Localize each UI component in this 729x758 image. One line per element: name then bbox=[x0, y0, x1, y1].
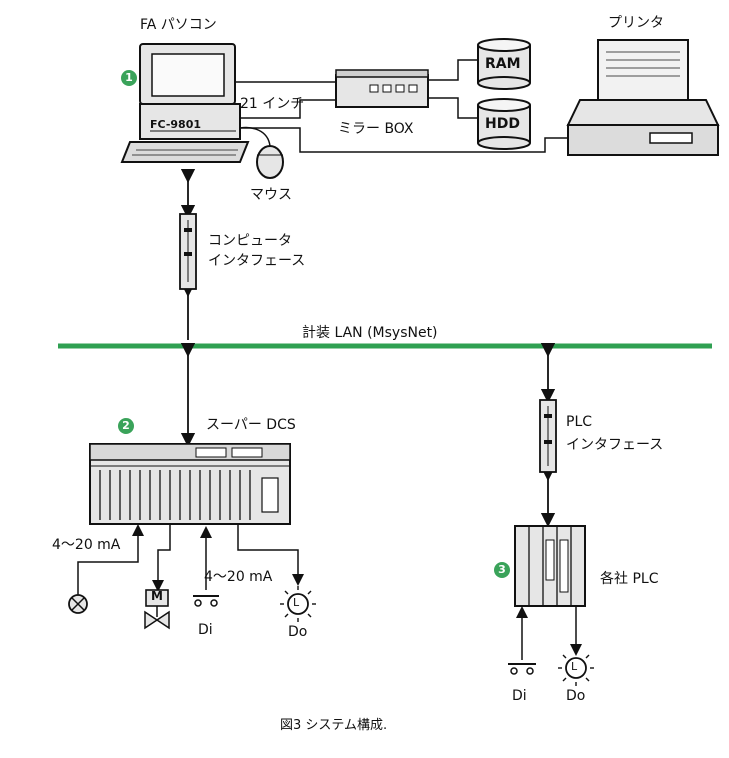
mirror-box-label: ミラー BOX bbox=[338, 121, 414, 137]
badge-1: 1 bbox=[121, 70, 137, 86]
computer-interface-label-1: コンピュータ bbox=[208, 233, 292, 249]
pc-model-label: FC-9801 bbox=[150, 118, 202, 131]
motor-valve-icon bbox=[144, 589, 170, 630]
computer-interface-label-2: インタフェース bbox=[208, 253, 306, 269]
ram-cylinder bbox=[477, 38, 531, 90]
pc-connections bbox=[236, 59, 568, 153]
printer-label: プリンタ bbox=[608, 15, 664, 31]
switch-di-icon bbox=[193, 595, 219, 607]
badge-3: 3 bbox=[494, 562, 510, 578]
lamp-do-icon bbox=[280, 586, 316, 622]
lan-label: 計装 LAN (MsysNet) bbox=[302, 325, 438, 341]
current-label-2: 4～20 mA bbox=[204, 569, 273, 585]
do-label-2: Do bbox=[566, 688, 586, 704]
motor-symbol-label: M bbox=[151, 589, 163, 603]
badge-2: 2 bbox=[118, 418, 134, 434]
lamp-symbol-label-2: L bbox=[571, 660, 578, 673]
cross-lamp-icon bbox=[68, 594, 88, 614]
current-label-1: 4～20 mA bbox=[52, 537, 121, 553]
figure-caption: 図3 システム構成. bbox=[280, 718, 388, 733]
plc-label: 各社 PLC bbox=[600, 571, 659, 587]
lamp-do-icon-2 bbox=[558, 650, 594, 686]
plc-interface-card bbox=[539, 399, 557, 473]
switch-di-icon-2 bbox=[508, 663, 536, 675]
plc-rack bbox=[514, 525, 586, 607]
fa-pc-label: FA パソコン bbox=[140, 17, 217, 33]
monitor-size-label: 21 インチ bbox=[240, 96, 305, 112]
plc-io-lines bbox=[516, 606, 582, 660]
super-dcs-rack bbox=[89, 443, 291, 525]
mouse-label: マウス bbox=[250, 187, 292, 203]
plc-interface-label-2: インタフェース bbox=[566, 437, 664, 453]
dcs-io-lines bbox=[77, 524, 304, 595]
mouse bbox=[239, 126, 284, 179]
mirror-box bbox=[335, 69, 429, 108]
computer-interface-card bbox=[179, 213, 197, 290]
di-label-1: Di bbox=[198, 622, 213, 638]
hdd-label: HDD bbox=[485, 116, 520, 132]
printer bbox=[566, 39, 720, 156]
fa-pc bbox=[120, 43, 250, 163]
hdd-cylinder bbox=[477, 98, 531, 150]
lamp-symbol-label-1: L bbox=[293, 596, 300, 609]
di-label-2: Di bbox=[512, 688, 527, 704]
plc-interface-label-1: PLC bbox=[566, 414, 593, 430]
ram-label: RAM bbox=[485, 56, 521, 72]
do-label-1: Do bbox=[288, 624, 308, 640]
super-dcs-label: スーパー DCS bbox=[206, 417, 296, 433]
